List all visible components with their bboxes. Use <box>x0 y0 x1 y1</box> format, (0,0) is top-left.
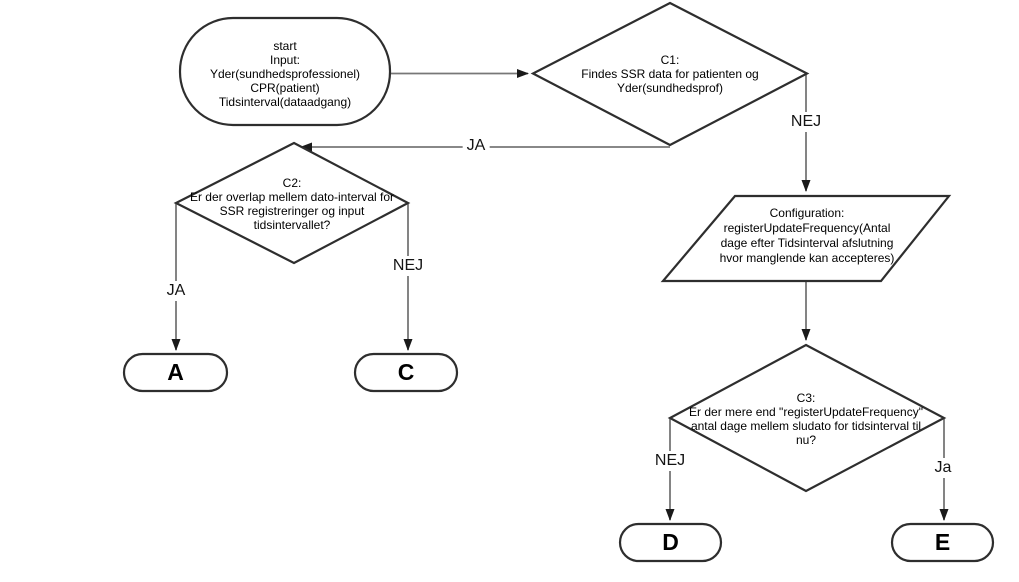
terminator-a-shape <box>122 352 229 393</box>
terminator-c-label: C <box>397 359 415 385</box>
decision-c2-text: C2: Er der overlap mellem dato-interval … <box>189 176 395 232</box>
decision-c2-shape <box>173 141 411 265</box>
decision-c1-text: C1: Findes SSR data for patienten og Yde… <box>581 53 759 95</box>
start-terminator-shape <box>178 16 392 127</box>
edge-label-c3-ja: Ja <box>930 458 956 478</box>
edge-label-c2-ja: JA <box>162 281 190 301</box>
edge-label-c2-nej: NEJ <box>388 256 428 276</box>
edge-label-c1-nej: NEJ <box>786 112 826 132</box>
terminator-e-shape <box>890 522 995 563</box>
config-node-text: Configuration: registerUpdateFrequency(A… <box>719 206 895 265</box>
terminator-d-label: D <box>662 529 679 555</box>
terminator-a-label: A <box>167 359 184 385</box>
decision-c3-shape <box>667 343 947 493</box>
edge-label-c3-nej: NEJ <box>650 451 690 471</box>
decision-c1-shape <box>530 1 810 147</box>
terminator-d-shape <box>618 522 723 563</box>
start-node-text: start Input: Yder(sundhedsprofessionel) … <box>209 39 361 109</box>
terminator-e-label: E <box>934 529 951 555</box>
terminator-c-shape <box>353 352 459 393</box>
edge-label-c1-ja: JA <box>462 136 490 156</box>
decision-c3-text: C3: Er der mere end "registerUpdateFrequ… <box>689 391 923 447</box>
config-parallelogram-shape <box>660 194 952 283</box>
